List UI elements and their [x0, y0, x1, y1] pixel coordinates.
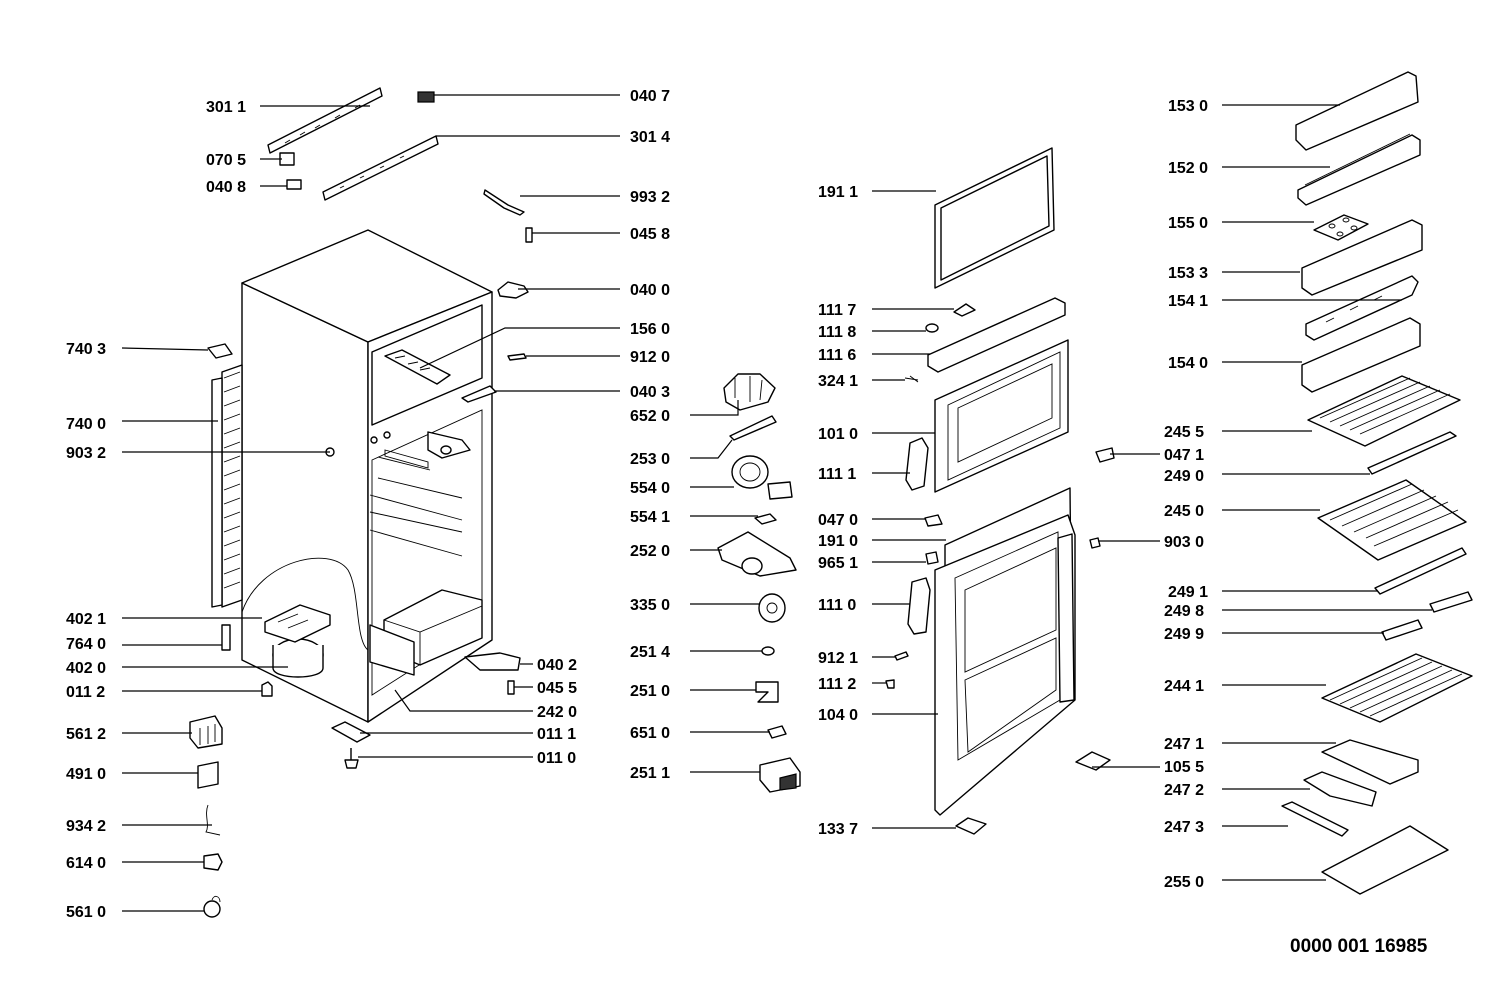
- callout-1118: 111 8: [818, 324, 856, 341]
- door-shelves: [1295, 71, 1423, 393]
- callout-9651: 965 1: [818, 555, 858, 572]
- callout-4020: 402 0: [66, 660, 106, 677]
- callout-9342: 934 2: [66, 818, 106, 835]
- callout-2550: 255 0: [1164, 874, 1204, 891]
- callout-2471: 247 1: [1164, 736, 1204, 753]
- callout-2498: 249 8: [1164, 603, 1204, 620]
- callout-2490: 249 0: [1164, 468, 1204, 485]
- bottom-parts: [189, 652, 521, 918]
- callout-0470: 047 0: [818, 512, 858, 529]
- callout-5540: 554 0: [630, 480, 670, 497]
- callout-0458: 045 8: [630, 226, 670, 243]
- callout-1111: 111 1: [818, 466, 856, 483]
- callout-0110: 011 0: [537, 750, 576, 767]
- callout-1550: 155 0: [1168, 215, 1208, 232]
- callout-2441: 244 1: [1164, 678, 1204, 695]
- glass-shelves: [1281, 375, 1473, 895]
- callout-2473: 247 3: [1164, 819, 1204, 836]
- callout-0455: 045 5: [537, 680, 577, 697]
- callout-1010: 101 0: [818, 426, 858, 443]
- compressor: [261, 604, 331, 697]
- callout-5610: 561 0: [66, 904, 106, 921]
- callout-9121: 912 1: [818, 650, 858, 667]
- callout-1116: 111 6: [818, 347, 856, 364]
- callout-0112: 011 2: [66, 684, 105, 701]
- callout-0408: 040 8: [206, 179, 246, 196]
- callout-1110: 111 0: [818, 597, 856, 614]
- callout-9030: 903 0: [1164, 534, 1204, 551]
- callout-4910: 491 0: [66, 766, 106, 783]
- callout-7403: 740 3: [66, 341, 106, 358]
- callout-1540: 154 0: [1168, 355, 1208, 372]
- top-hinge-parts: [207, 87, 533, 651]
- condenser-coil: [211, 364, 243, 608]
- callout-2530: 253 0: [630, 451, 670, 468]
- callout-5612: 561 2: [66, 726, 106, 743]
- callout-0403: 040 3: [630, 384, 670, 401]
- callout-0400: 040 0: [630, 282, 670, 299]
- callout-3241: 324 1: [818, 373, 858, 390]
- callout-6140: 614 0: [66, 855, 106, 872]
- callout-3014: 301 4: [630, 129, 670, 146]
- callout-1117: 111 7: [818, 302, 856, 319]
- callout-0111: 011 1: [537, 726, 576, 743]
- callout-1112: 111 2: [818, 676, 856, 693]
- callout-9032: 903 2: [66, 445, 106, 462]
- callout-7640: 764 0: [66, 636, 106, 653]
- callout-2520: 252 0: [630, 543, 670, 560]
- callout-1530: 153 0: [1168, 98, 1208, 115]
- callout-0705: 070 5: [206, 152, 246, 169]
- callout-0471: 047 1: [1164, 447, 1204, 464]
- callout-3011: 301 1: [206, 99, 246, 116]
- callout-5541: 554 1: [630, 509, 670, 526]
- fridge-door-group: [885, 447, 1115, 835]
- callout-9120: 912 0: [630, 349, 670, 366]
- callout-2450: 245 0: [1164, 503, 1204, 520]
- callout-1533: 153 3: [1168, 265, 1208, 282]
- callout-1560: 156 0: [630, 321, 670, 338]
- callout-9932: 993 2: [630, 189, 670, 206]
- leader-lines: [121, 94, 1432, 912]
- document-number: 0000 001 16985: [1290, 936, 1428, 957]
- callout-2420: 242 0: [537, 704, 577, 721]
- callout-2455: 245 5: [1164, 424, 1204, 441]
- freezer-door-group: [904, 147, 1069, 493]
- callout-7400: 740 0: [66, 416, 106, 433]
- callout-4021: 402 1: [66, 611, 106, 628]
- callout-1541: 154 1: [1168, 293, 1208, 310]
- callout-1911: 191 1: [818, 184, 858, 201]
- callout-1040: 104 0: [818, 707, 858, 724]
- callout-1910: 191 0: [818, 533, 858, 550]
- callout-2511: 251 1: [630, 765, 670, 782]
- callout-0407: 040 7: [630, 88, 670, 105]
- callout-2491: 249 1: [1168, 584, 1208, 601]
- callout-1520: 152 0: [1168, 160, 1208, 177]
- callout-1055: 105 5: [1164, 759, 1204, 776]
- callout-2499: 249 9: [1164, 626, 1204, 643]
- callout-2472: 247 2: [1164, 782, 1204, 799]
- callout-0402: 040 2: [537, 657, 577, 674]
- callout-3350: 335 0: [630, 597, 670, 614]
- callout-2510: 251 0: [630, 683, 670, 700]
- callout-2514: 251 4: [630, 644, 670, 661]
- control-parts: [717, 373, 801, 793]
- callout-labels: 301 1 070 5 040 8 740 3 740 0 903 2 402 …: [66, 88, 1208, 921]
- callout-6510: 651 0: [630, 725, 670, 742]
- cabinet-body: [241, 229, 493, 723]
- callout-1337: 133 7: [818, 821, 858, 838]
- callout-6520: 652 0: [630, 408, 670, 425]
